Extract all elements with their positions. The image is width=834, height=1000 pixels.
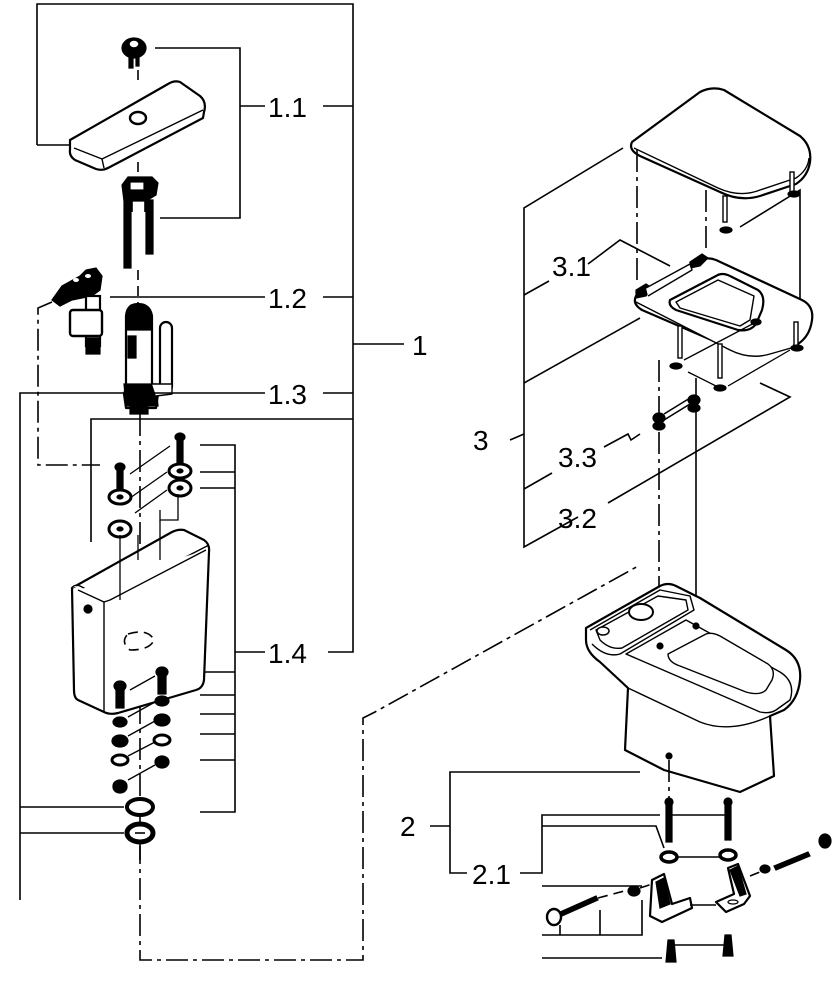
part-labels: 1.1 1.2 1.3 1.4 1 2 2.1 3 3.1 3.3 3.2 (268, 92, 597, 890)
axis-inside-cistern (119, 520, 161, 600)
leader-1.1-bracket (155, 47, 265, 219)
flush-valve (122, 302, 174, 415)
hinge-set (652, 394, 701, 431)
label-2: 2 (400, 811, 416, 842)
cistern-tank (70, 520, 211, 715)
toilet-bowl-group (430, 582, 832, 963)
leaders-bottom-fixings (127, 675, 156, 781)
leader-1.4-bracket (200, 444, 265, 813)
leader-seat-ring (523, 317, 641, 384)
leader-3.3-branch (523, 432, 641, 490)
toilet-bowl (584, 582, 802, 794)
label-1.3: 1.3 (268, 379, 307, 410)
seat-assembly-group (509, 87, 814, 640)
fill-valve (51, 267, 104, 355)
label-1: 1 (412, 330, 428, 361)
leaders-top-fixings (129, 445, 179, 521)
seat-ring (633, 253, 814, 392)
label-1.4: 1.4 (268, 638, 307, 669)
flush-valve-gaskets (124, 797, 156, 845)
leader-2-bracket (430, 771, 640, 874)
leader-3.2-branch (607, 382, 792, 504)
cistern-bolts-bottom (110, 666, 172, 794)
leader-1.4-top (90, 418, 353, 542)
label-3: 3 (473, 425, 489, 456)
seat-lid (629, 87, 812, 234)
floor-fixing-set (545, 797, 832, 963)
label-2.1: 2.1 (472, 859, 511, 890)
label-3.1: 3.1 (552, 251, 591, 282)
cistern-bolts-top (107, 432, 193, 539)
leaders-seat-bumpers (683, 319, 791, 389)
leader-3-bracket (509, 147, 624, 549)
leader-3.1-branch (523, 239, 671, 296)
leader-gaskets (20, 806, 124, 834)
flush-button-knob (121, 37, 147, 69)
leader-2.1-bracket (520, 814, 665, 959)
leader-1.3 (19, 392, 265, 900)
label-1.2: 1.2 (268, 283, 307, 314)
label-1.1: 1.1 (268, 92, 307, 123)
leader-1-outer-frame (36, 3, 354, 653)
axis-fill-valve-connection (37, 301, 100, 466)
label-3.3: 3.3 (558, 442, 597, 473)
cistern-assembly-group (19, 3, 641, 961)
axis-cistern-to-bowl (139, 564, 641, 961)
cistern-lid (68, 80, 206, 171)
label-3.2: 3.2 (558, 503, 597, 534)
push-rod-actuator (121, 176, 159, 269)
